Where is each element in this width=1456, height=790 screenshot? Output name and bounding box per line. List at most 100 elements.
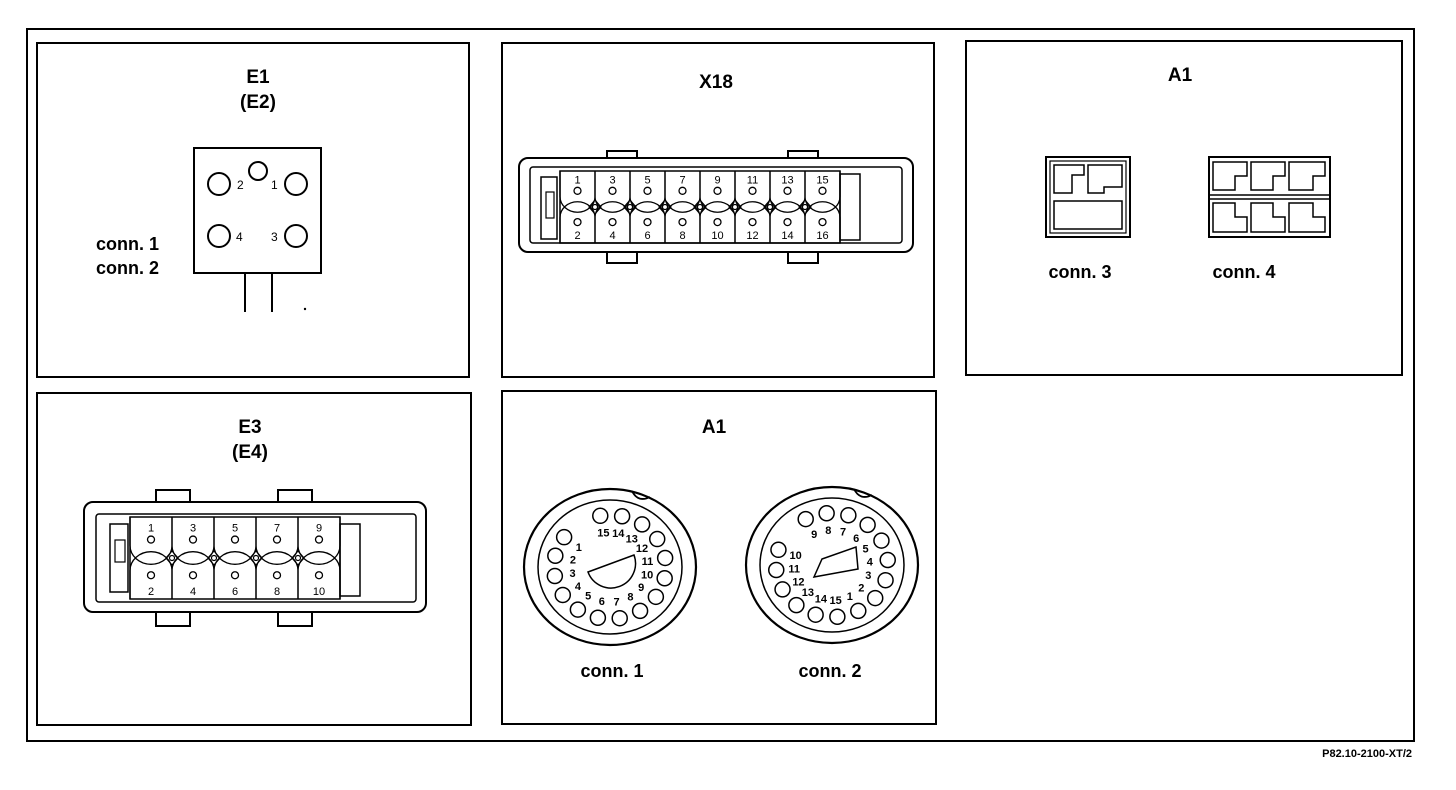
x18-cavity-top	[804, 171, 841, 213]
e3-inner	[95, 513, 417, 603]
e3-cavity-top	[213, 517, 257, 565]
e1-pin-label-3: 3	[271, 230, 278, 244]
round2-pin	[877, 571, 894, 589]
x18-pin-label: 10	[711, 230, 723, 242]
round1-pin-label: 9	[638, 582, 644, 594]
round1-pin	[555, 528, 573, 546]
round2-pin-label: 14	[815, 593, 828, 605]
x18-pin-hole	[713, 186, 722, 195]
e3-pin-hole	[230, 535, 240, 544]
panel-x18-frame	[501, 42, 935, 378]
round1-pin-label: 13	[626, 533, 638, 545]
e3-pin-hole	[314, 535, 324, 544]
round2-pin	[850, 602, 867, 620]
panel-e1-frame	[36, 42, 470, 378]
round2-pin	[774, 581, 791, 598]
round2-pin	[859, 516, 876, 534]
e3-latch-inner	[114, 539, 126, 563]
e3-cavity-top	[129, 517, 173, 565]
round1-pin-label: 7	[614, 596, 620, 608]
panel-x18-title: X18	[699, 72, 733, 93]
e3-pin-hole	[146, 535, 156, 544]
x18-pin-label: 3	[609, 175, 615, 187]
round1-center-key	[587, 554, 637, 589]
e3-pin-hole	[230, 571, 240, 580]
round2-pin	[818, 504, 835, 522]
e3-tab-bottom-right	[277, 611, 313, 627]
x18-key-dot	[801, 203, 809, 211]
e3-pin-label: 8	[274, 586, 280, 598]
e3-key-dot	[294, 554, 302, 562]
round2-pin-label: 3	[865, 570, 871, 582]
e1-pin-label-2: 2	[237, 178, 244, 192]
conn3-inner	[1049, 160, 1127, 234]
e3-tab-bottom-left	[155, 611, 191, 627]
x18-key-dot	[696, 203, 704, 211]
e3-end-rail	[339, 523, 361, 597]
x18-pin-hole	[608, 217, 617, 227]
x18-pin-hole	[818, 217, 827, 227]
e3-pin-hole	[272, 571, 282, 580]
round2-pin	[770, 541, 787, 559]
panel-e1: E1 (E2) 2 1 4 3 conn. 1 conn. 2	[36, 42, 470, 378]
panel-a1-top-conn-b: conn. 4	[1212, 262, 1275, 282]
round1-pin-label: 6	[599, 596, 605, 608]
round2-pin-label: 10	[790, 550, 802, 562]
round2-pin-label: 15	[830, 595, 842, 607]
round1-inner-ring	[537, 499, 683, 635]
x18-pin-label: 8	[679, 230, 685, 242]
panel-a1-bottom-frame	[501, 390, 937, 725]
round1-pin-label: 4	[575, 581, 582, 593]
e3-pin-label: 5	[232, 522, 238, 534]
panel-a1-top-conn-a: conn. 3	[1048, 262, 1111, 282]
round2-pin-label: 5	[862, 544, 868, 556]
e3-cavity-top	[297, 517, 341, 565]
round1-pin-label: 12	[636, 543, 648, 555]
e1-connector-body	[193, 147, 322, 274]
panel-e1-title: E1	[246, 67, 270, 88]
x18-pin-hole	[783, 186, 792, 195]
x18-pin-hole	[573, 217, 582, 227]
round1-pin	[592, 507, 609, 525]
x18-key-dot	[661, 203, 669, 211]
round1-pin-label: 8	[627, 592, 633, 604]
round2-pin-label: 8	[825, 525, 831, 537]
e3-pin-label: 4	[190, 586, 196, 598]
x18-pin-label: 12	[746, 230, 758, 242]
x18-pin-label: 11	[747, 175, 758, 187]
conn3-cavity-1	[1053, 164, 1085, 194]
round1-pin	[656, 549, 674, 567]
round2-pin-label: 6	[853, 533, 859, 545]
panel-a1-bottom-conn-b: conn. 2	[798, 661, 861, 681]
round1-pin	[547, 547, 564, 564]
e3-cavity-bottom	[297, 551, 341, 599]
panel-a1-bottom-conn-a: conn. 1	[580, 661, 643, 681]
panel-e3-frame	[36, 392, 472, 726]
panel-a1-top-title: A1	[1168, 65, 1193, 86]
conn3-body	[1045, 156, 1131, 238]
outer-frame	[26, 28, 1415, 742]
x18-pin-hole	[643, 217, 652, 227]
round1-pin	[554, 586, 572, 604]
round1-pin-label: 11	[642, 556, 654, 568]
round2-pin	[797, 510, 814, 528]
e3-latch	[109, 523, 129, 593]
x18-pin-label: 16	[816, 230, 828, 242]
x18-key-dot	[591, 203, 599, 211]
round2-pin	[807, 606, 824, 623]
round2-notch	[853, 488, 873, 498]
round2-pin-label: 9	[811, 529, 817, 541]
round1-pin	[613, 507, 631, 525]
x18-tab-bottom-right	[787, 251, 819, 264]
x18-pin-label: 4	[609, 230, 615, 242]
round1-pin	[648, 530, 666, 548]
e3-cavity-bottom	[255, 551, 299, 599]
panel-e1-conn-a: conn. 1	[96, 234, 159, 254]
e1-dot	[303, 307, 307, 311]
x18-pin-label: 15	[816, 175, 828, 187]
round1-outer-shell	[522, 487, 698, 647]
